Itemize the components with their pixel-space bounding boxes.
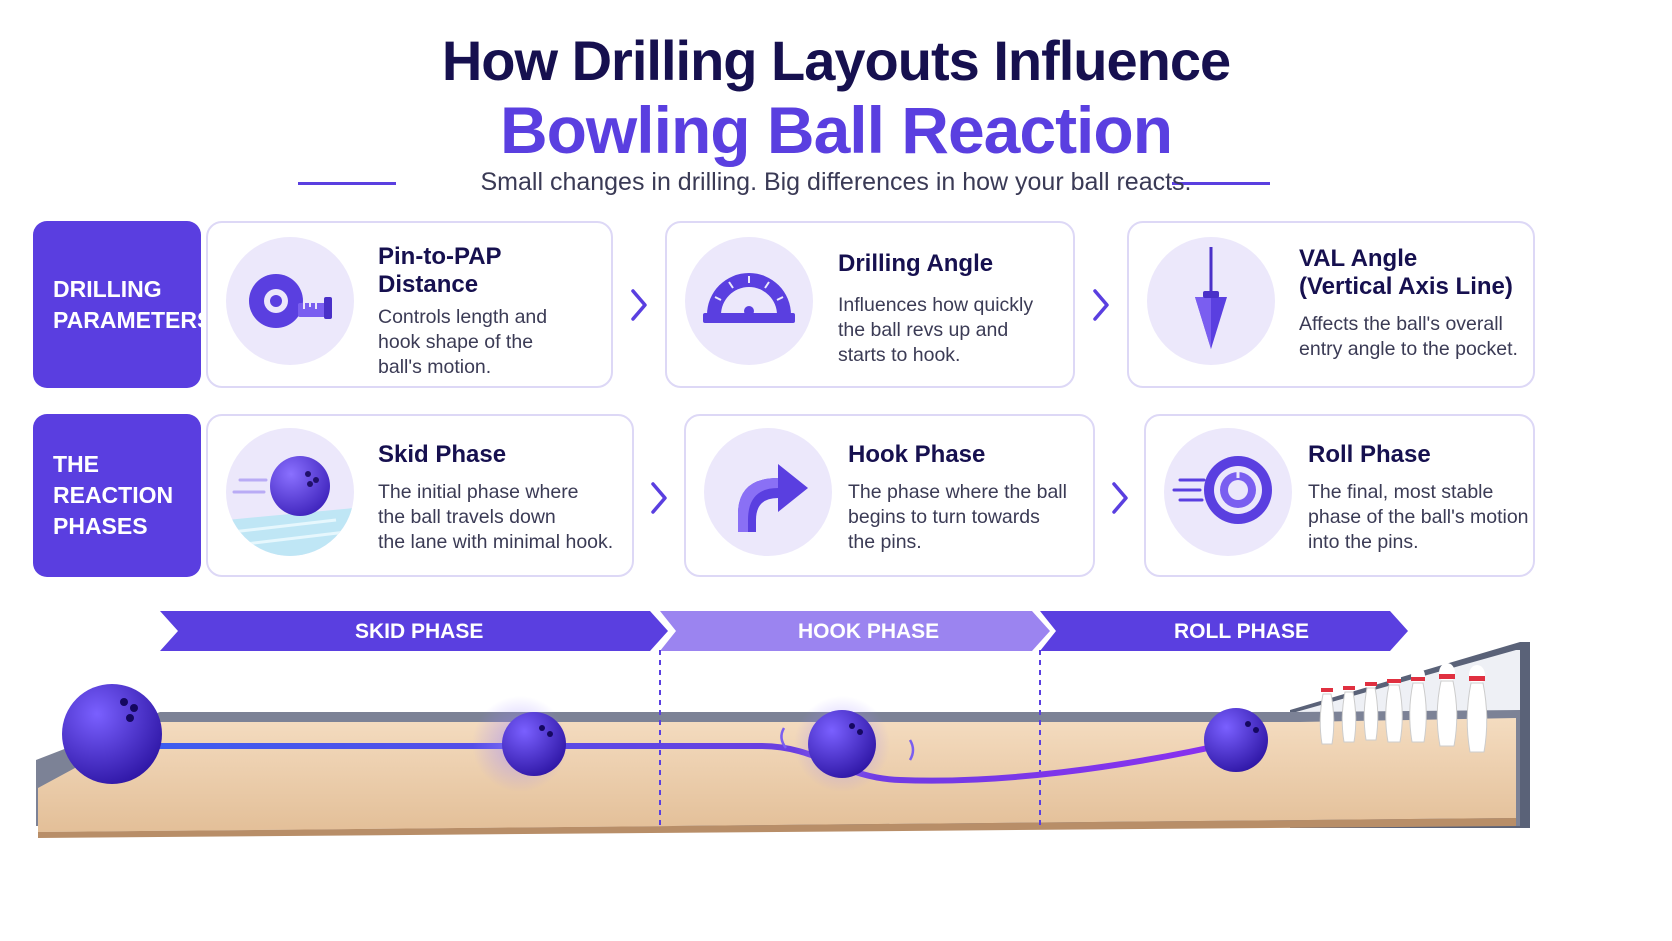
curved-arrow-icon	[704, 428, 832, 556]
skid-phase-desc-line1: The initial phase where	[378, 481, 579, 503]
drilling-parameters-label: DRILLING PARAMETERS	[33, 221, 212, 388]
reaction-phases-label: THE REACTION PHASES	[33, 414, 201, 577]
hook-phase-title: Hook Phase	[848, 441, 986, 468]
hook-phase-desc-line1: The phase where the ball	[848, 481, 1067, 503]
pin-to-pap-card: Pin-to-PAP Distance Controls length and …	[206, 221, 613, 388]
ball-hook	[780, 696, 915, 792]
reaction-phases-label-line1: THE	[53, 451, 99, 477]
phase-banner	[160, 611, 1408, 651]
val-angle-title-line2: (Vertical Axis Line)	[1299, 273, 1513, 300]
hook-phase-card: Hook Phase The phase where the ball begi…	[684, 414, 1095, 577]
pin-to-pap-desc-line2: hook shape of the	[378, 331, 534, 353]
skidding-ball-icon	[226, 428, 354, 556]
chevron-right-icon	[1093, 289, 1109, 321]
subtitle-divider-right	[1172, 182, 1270, 185]
roll-phase-card: Roll Phase The final, most stable phase …	[1144, 414, 1535, 577]
hook-phase-banner-label: HOOK PHASE	[798, 620, 940, 643]
drilling-angle-card: Drilling Angle Influences how quickly th…	[665, 221, 1075, 388]
plumb-bob-icon	[1147, 237, 1275, 365]
bowling-lane-illustration	[36, 642, 1530, 838]
val-angle-title-line1: VAL Angle	[1299, 245, 1418, 272]
roll-phase-desc-line3: into the pins.	[1308, 531, 1419, 553]
bowling-pins	[1319, 663, 1488, 753]
page-title-line2: Bowling Ball Reaction	[499, 93, 1173, 167]
hook-phase-desc-line3: the pins.	[848, 531, 922, 553]
roll-phase-desc-line1: The final, most stable	[1308, 481, 1494, 503]
ball-roll	[1204, 708, 1268, 772]
lane-surface	[38, 718, 1516, 832]
chevron-right-icon	[651, 482, 667, 514]
chevron-right-icon	[631, 289, 647, 321]
reaction-phases-label-line2: REACTION	[53, 482, 174, 508]
pin-to-pap-title-line2: Distance	[378, 271, 479, 298]
skid-phase-card: Skid Phase The initial phase where the b…	[206, 414, 634, 577]
drilling-parameters-label-line1: DRILLING	[53, 275, 162, 302]
drilling-angle-desc-line2: the ball revs up and	[838, 319, 1009, 341]
skid-phase-banner-label: SKID PHASE	[355, 620, 484, 643]
drilling-angle-desc-line1: Influences how quickly	[838, 294, 1034, 316]
roll-phase-title: Roll Phase	[1308, 441, 1431, 468]
val-angle-card: VAL Angle (Vertical Axis Line) Affects t…	[1127, 221, 1535, 388]
skid-phase-desc-line2: the ball travels down	[378, 506, 556, 528]
skid-phase-title: Skid Phase	[378, 441, 507, 468]
pin-to-pap-title-line1: Pin-to-PAP	[378, 243, 502, 270]
ball-skid	[472, 696, 568, 792]
tape-measure-icon	[226, 237, 354, 365]
val-angle-desc-line2: entry angle to the pocket.	[1299, 338, 1518, 360]
reaction-phases-label-line3: PHASES	[53, 513, 148, 539]
rolling-ball-icon	[1164, 428, 1292, 556]
skid-banner-segment	[160, 611, 668, 651]
page-title-line1: How Drilling Layouts Influence	[441, 29, 1231, 92]
drilling-parameters-label-line2: PARAMETERS	[53, 306, 213, 333]
protractor-icon	[685, 237, 813, 365]
val-angle-desc-line1: Affects the ball's overall	[1299, 313, 1503, 335]
roll-banner-segment	[1040, 611, 1408, 651]
hook-phase-desc-line2: begins to turn towards	[848, 506, 1040, 528]
hook-banner-segment	[660, 611, 1050, 651]
roll-phase-desc-line2: phase of the ball's motion	[1308, 506, 1529, 528]
subtitle-divider-left	[298, 182, 396, 185]
roll-phase-banner-label: ROLL PHASE	[1174, 620, 1309, 643]
ball-start	[62, 684, 162, 784]
pin-to-pap-desc-line3: ball's motion.	[378, 356, 492, 378]
drilling-angle-desc-line3: starts to hook.	[838, 344, 961, 366]
subtitle: Small changes in drilling. Big differenc…	[480, 168, 1192, 196]
pin-to-pap-desc-line1: Controls length and	[378, 306, 548, 328]
chevron-right-icon	[1112, 482, 1128, 514]
skid-phase-desc-line3: the lane with minimal hook.	[378, 531, 614, 553]
drilling-angle-title: Drilling Angle	[838, 250, 994, 277]
